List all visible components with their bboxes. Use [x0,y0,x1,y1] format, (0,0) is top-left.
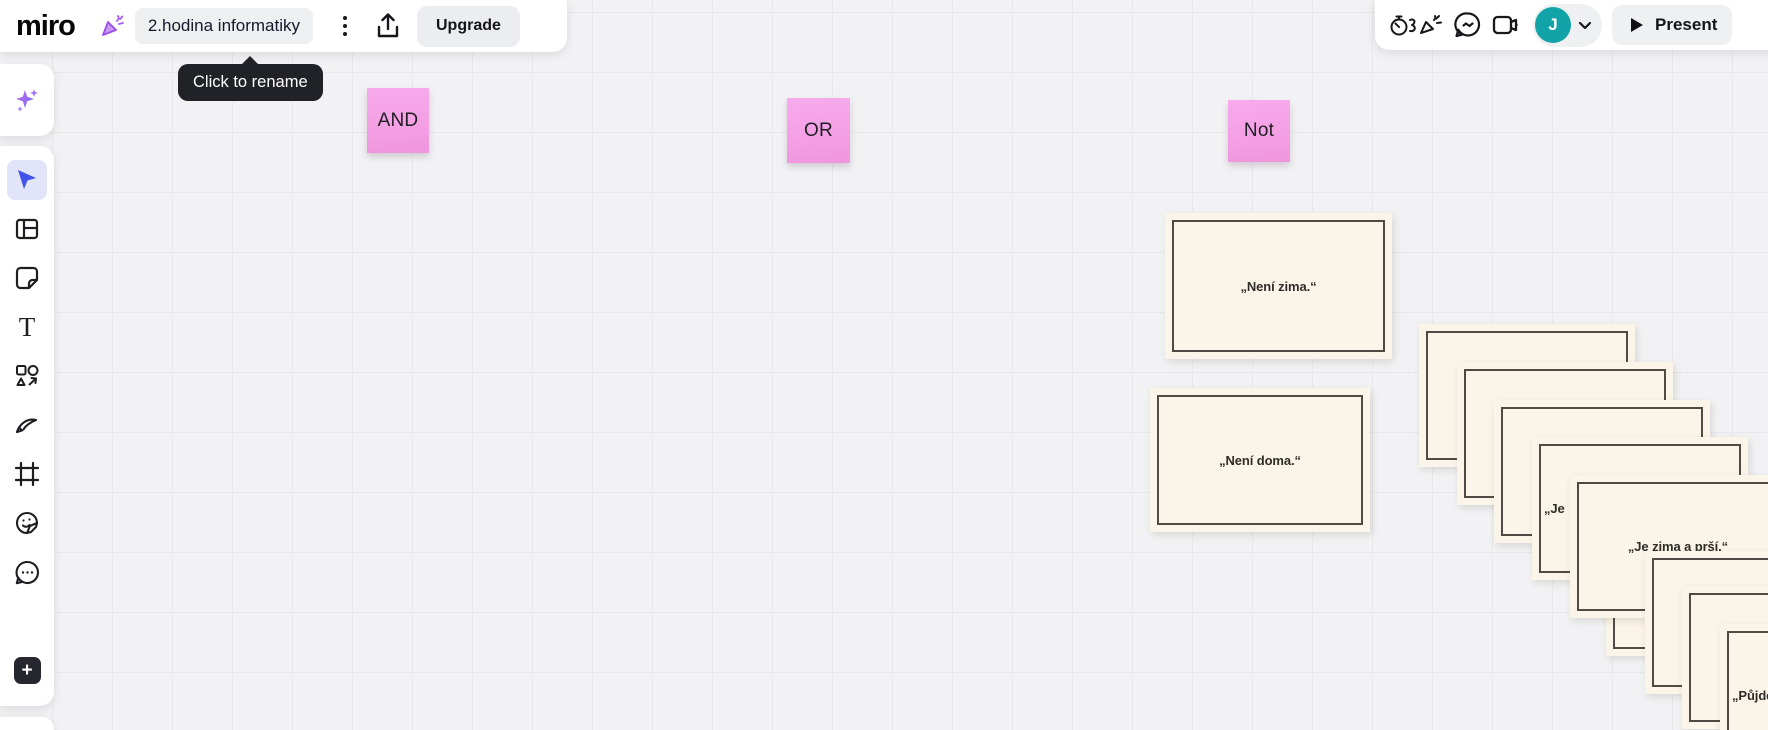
account-menu[interactable]: J [1533,3,1602,47]
topbar-right-panel: J Present [1375,0,1768,50]
sticky-note-not[interactable]: Not [1228,100,1290,162]
topbar-left-panel: miro 2.hodina informatiky Upgrade [0,0,567,52]
sticky-note-and[interactable]: AND [367,88,429,153]
party-popper-icon [97,11,127,41]
chevron-down-icon [1578,21,1592,30]
timer-countdown-celebrate-icon[interactable] [1389,8,1449,42]
sticky-note-or[interactable]: OR [787,98,850,163]
flashcard-text: „Půjde [1732,688,1768,703]
comments-icon[interactable] [7,552,47,592]
rename-tooltip: Click to rename [178,56,323,101]
flashcard-text: „Je [1544,501,1565,516]
video-camera-icon[interactable] [1487,8,1525,42]
ai-assist-icon[interactable] [7,80,47,120]
present-button[interactable]: Present [1612,5,1732,45]
flashcard[interactable]: „Není doma.“ [1150,388,1370,532]
avatar[interactable]: J [1535,7,1571,43]
flashcard[interactable]: „Půjde [1720,624,1768,730]
undo-redo-panel-stub[interactable] [0,717,54,730]
flashcard[interactable]: „Není zima.“ [1165,213,1392,359]
select-tool-icon[interactable] [7,160,47,200]
flashcard-text: „Je zima a prší.“ [1627,539,1729,554]
pen-icon[interactable] [7,405,47,445]
stickers-emoji-icon[interactable] [7,503,47,543]
flashcard-text: „Není zima.“ [1240,278,1317,294]
play-icon [1630,17,1644,33]
frame-icon[interactable] [7,454,47,494]
present-label: Present [1655,15,1718,34]
kebab-menu-icon[interactable] [333,11,357,41]
add-apps-icon[interactable]: + [7,650,47,690]
share-export-icon[interactable] [371,9,405,43]
upgrade-button[interactable]: Upgrade [416,5,520,47]
text-tool-icon[interactable]: T [18,311,36,342]
rename-tooltip-text: Click to rename [193,73,308,91]
shapes-icon[interactable] [7,356,47,396]
templates-icon[interactable] [7,209,47,249]
flashcard-text: „Není doma.“ [1219,452,1301,468]
sidebar-tools-panel: T [0,146,54,706]
board-title-text: 2.hodina informatiky [147,16,300,35]
chat-bubble-icon[interactable] [1449,8,1487,42]
sidebar-ai-panel [0,64,54,136]
board-title[interactable]: 2.hodina informatiky [134,8,313,44]
miro-logo[interactable]: miro [16,9,76,42]
sticky-note-icon[interactable] [7,258,47,298]
